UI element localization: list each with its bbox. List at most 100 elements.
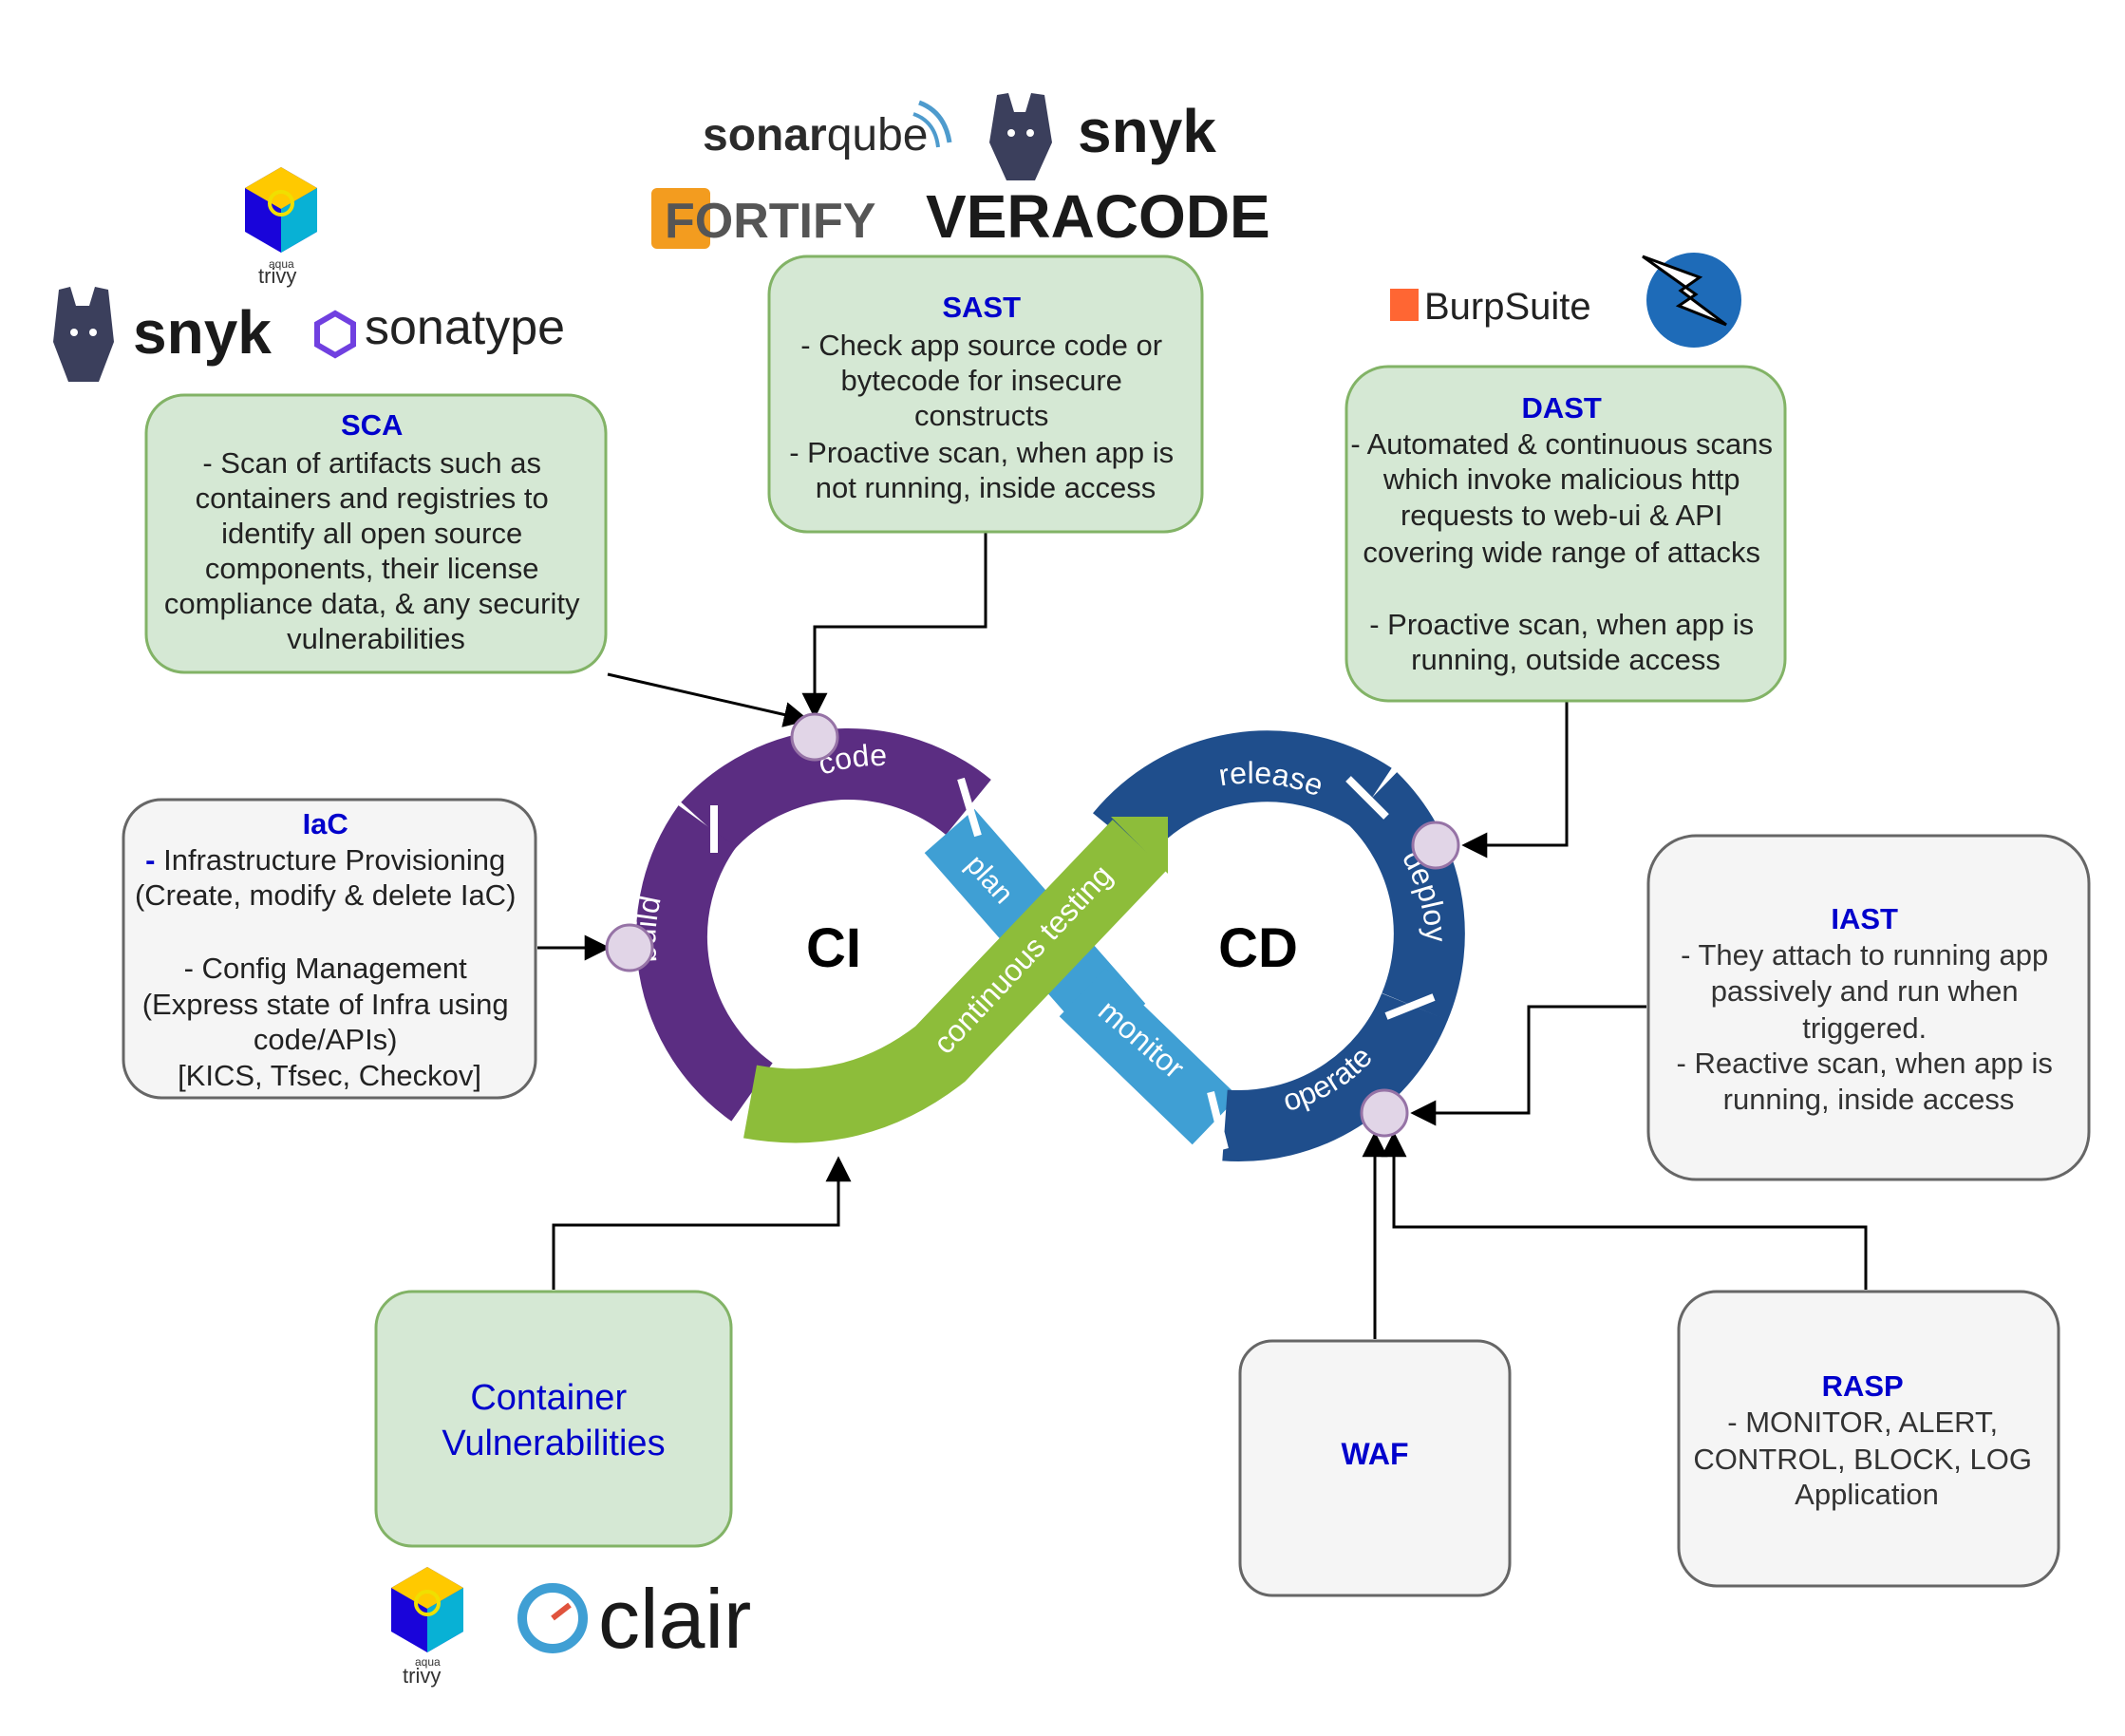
container-line: Container xyxy=(470,1378,627,1418)
fortify-f-icon xyxy=(651,188,710,249)
sca-title: SCA xyxy=(341,408,403,442)
sast-box: SAST - Check app source code or bytecode… xyxy=(767,255,1204,534)
svg-text:RASP - MONITOR, ALERT,: RASP - MONITOR, ALERT, CONTROL, BLOCK, L… xyxy=(1693,1369,2040,1511)
dast-title: DAST xyxy=(1521,391,1601,425)
dast-line: - Proactive scan, when app is xyxy=(1369,608,1754,641)
iast-line: triggered. xyxy=(1802,1011,1927,1045)
dast-box: DAST - Automated & continuous scans whic… xyxy=(1345,365,1787,703)
rasp-line: Application xyxy=(1795,1478,1939,1511)
iac-line: code/APIs) xyxy=(254,1023,398,1056)
sast-line: constructs xyxy=(914,399,1048,432)
iac-title: IaC xyxy=(303,807,348,840)
veracode-logo: VERACODE xyxy=(926,182,1270,251)
snyk-logo-left: snyk xyxy=(53,287,272,382)
snyk-text-left: snyk xyxy=(133,298,272,367)
sca-line: identify all open source xyxy=(221,517,522,550)
trivy-aqua-bottom: aqua xyxy=(415,1655,441,1669)
iac-line: (Express state of Infra using xyxy=(142,988,509,1021)
waf-box: WAF xyxy=(1238,1339,1512,1597)
dast-line: - Automated & continuous scans xyxy=(1350,427,1773,461)
release-segment xyxy=(1093,730,1392,859)
iast-line: passively and run when xyxy=(1711,974,2019,1008)
iast-title: IAST xyxy=(1831,902,1898,935)
container-connector xyxy=(552,1156,852,1290)
svg-text:IaC - Infrastructure Pro: IaC - Infrastructure Provisioning (Creat… xyxy=(135,807,524,1092)
burpsuite-icon xyxy=(1390,289,1419,321)
devops-infinity-loop: CI CD code release build deploy operate … xyxy=(628,728,1465,1161)
fortify-logo: FORTIFY xyxy=(651,188,875,249)
sonarqube-text-b: qube xyxy=(827,110,929,160)
sonatype-hexagon-icon xyxy=(314,310,356,359)
iast-node xyxy=(1360,1088,1409,1138)
fortify-text: FORTIFY xyxy=(665,194,875,249)
container-line: Vulnerabilities xyxy=(442,1424,665,1463)
burpsuite-text: BurpSuite xyxy=(1424,286,1591,328)
snyk-dog-icon-left xyxy=(53,287,114,382)
sca-line: containers and registries to xyxy=(196,481,549,515)
sonatype-text: sonatype xyxy=(365,300,565,355)
continuous-testing-segment xyxy=(743,820,1167,1143)
snyk-dog-icon xyxy=(989,93,1052,180)
iac-line: (Create, modify & delete IaC) xyxy=(135,878,516,912)
sast-title: SAST xyxy=(942,291,1021,324)
trivy-logo-bottom: aqua trivy xyxy=(391,1567,463,1688)
dast-connector xyxy=(1461,699,1569,859)
iac-dash: - xyxy=(145,843,155,877)
iast-box: IAST - They attach to running app passiv… xyxy=(1646,834,2091,1181)
iac-line: [KICS, Tfsec, Checkov] xyxy=(178,1059,481,1092)
clair-text: clair xyxy=(598,1572,751,1666)
operate-segment xyxy=(1222,992,1448,1161)
svg-text:SAST - Check app source: SAST - Check app source code or bytecode… xyxy=(789,291,1182,504)
sonarqube-wave-icon xyxy=(918,100,952,143)
snyk-text-top: snyk xyxy=(1078,97,1216,165)
sca-line: - Scan of artifacts such as xyxy=(202,446,541,480)
sast-connector xyxy=(801,530,987,719)
sca-box: SCA - Scan of artifacts such as containe… xyxy=(144,393,608,674)
container-vulnerabilities-box: Container Vulnerabilities xyxy=(374,1290,733,1548)
ci-label: CI xyxy=(806,917,861,979)
snyk-logo-top: snyk xyxy=(989,93,1216,180)
iast-line: - They attach to running app xyxy=(1681,938,2048,972)
sca-line: components, their license xyxy=(205,552,539,585)
iac-line: Infrastructure Provisioning xyxy=(155,843,505,877)
monitor-segment xyxy=(1059,968,1239,1145)
trivy-logo-top: aqua trivy xyxy=(245,167,317,288)
deploy-segment xyxy=(1346,772,1465,1021)
iac-line: - Config Management xyxy=(184,952,467,985)
sonarqube-logo: sonarqube xyxy=(703,100,952,160)
trivy-text-top: trivy xyxy=(258,264,296,288)
sast-node xyxy=(790,712,839,762)
clair-icon xyxy=(517,1583,588,1653)
zap-logo xyxy=(1642,253,1741,348)
iast-connector xyxy=(1410,1005,1646,1126)
dast-line: requests to web-ui & API xyxy=(1401,499,1722,532)
sast-line: not running, inside access xyxy=(816,471,1156,504)
clair-logo: clair xyxy=(517,1572,751,1666)
sca-line: vulnerabilities xyxy=(287,622,465,655)
dast-line: running, outside access xyxy=(1411,643,1721,676)
dast-line: which invoke malicious http xyxy=(1382,462,1740,496)
rasp-box: RASP - MONITOR, ALERT, CONTROL, BLOCK, L… xyxy=(1677,1290,2060,1588)
dast-node xyxy=(1411,821,1460,870)
iac-box: IaC - Infrastructure Provisioning (Creat… xyxy=(122,798,537,1100)
connectors xyxy=(537,530,1868,1339)
trivy-aqua-top: aqua xyxy=(269,257,294,271)
sast-line: - Proactive scan, when app is xyxy=(789,436,1174,469)
rasp-line: CONTROL, BLOCK, LOG xyxy=(1693,1443,2032,1476)
sonarqube-text-a: sonar xyxy=(703,110,827,160)
sca-connector xyxy=(607,672,810,727)
connection-nodes xyxy=(605,712,1460,1138)
code-segment xyxy=(681,728,991,851)
burpsuite-logo: BurpSuite xyxy=(1390,286,1591,328)
cd-label: CD xyxy=(1218,917,1298,979)
rasp-connector xyxy=(1381,1131,1868,1290)
svg-text:DAST - Automated & conti: DAST - Automated & continuous scans whic… xyxy=(1350,391,1780,676)
sast-line: - Check app source code or xyxy=(800,329,1162,362)
sonatype-logo: sonatype xyxy=(314,300,565,359)
iast-line: - Reactive scan, when app is xyxy=(1677,1047,2053,1080)
dast-line: covering wide range of attacks xyxy=(1363,536,1760,569)
build-segment xyxy=(635,805,774,1122)
svg-text:SCA - Scan of artifacts: SCA - Scan of artifacts such as containe… xyxy=(164,408,588,655)
iac-node xyxy=(605,923,654,972)
